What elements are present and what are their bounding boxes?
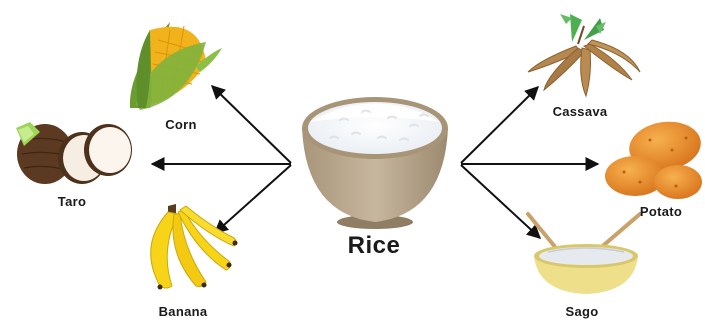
item-label-sago: Sago xyxy=(566,304,599,319)
arrow-to-cassava xyxy=(461,87,538,163)
sago-illustration xyxy=(528,214,640,294)
item-label-banana: Banana xyxy=(159,304,208,319)
item-label-taro: Taro xyxy=(58,194,86,209)
item-label-corn: Corn xyxy=(165,117,197,132)
banana-illustration xyxy=(151,204,238,290)
rice-bowl-illustration xyxy=(302,97,448,229)
potato-illustration xyxy=(605,117,704,199)
arrow-to-corn xyxy=(212,86,291,163)
corn-illustration xyxy=(130,22,222,110)
arrow-to-banana xyxy=(215,165,291,233)
taro-illustration xyxy=(16,122,132,184)
center-label: Rice xyxy=(348,232,401,260)
item-label-potato: Potato xyxy=(640,204,682,219)
item-label-cassava: Cassava xyxy=(553,104,608,119)
arrow-to-sago xyxy=(461,165,540,238)
cassava-illustration xyxy=(528,14,640,96)
